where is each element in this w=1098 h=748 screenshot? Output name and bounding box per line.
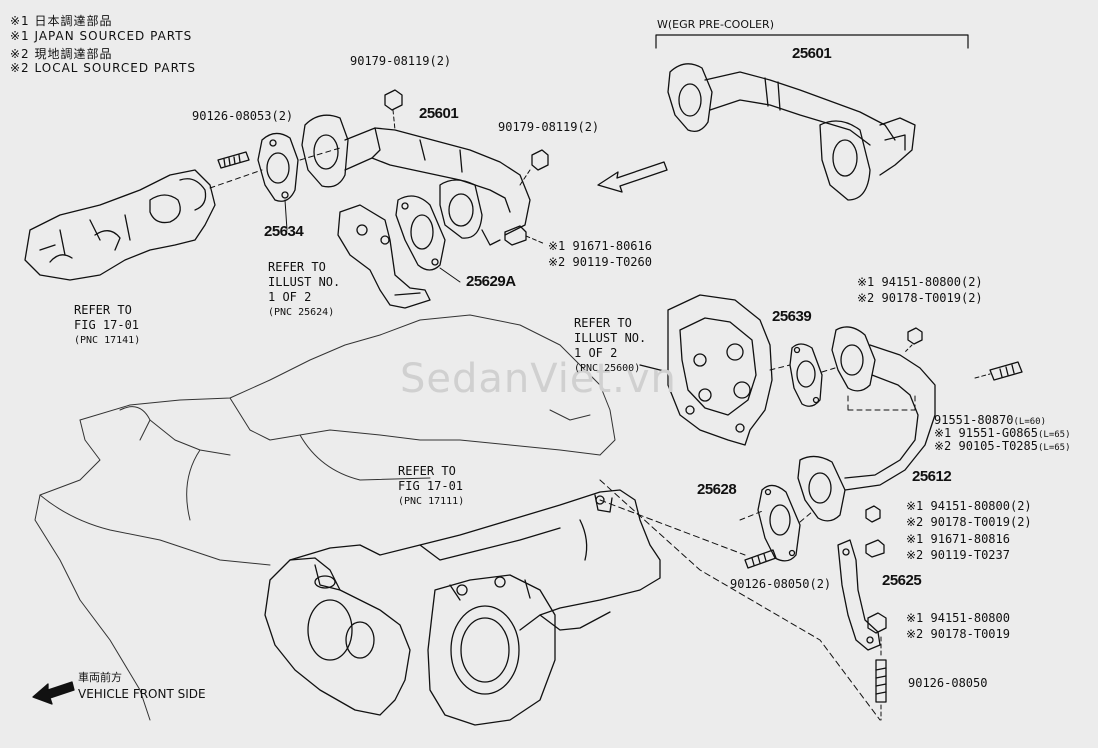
- refer-25600-line2: ILLUST NO.: [574, 331, 647, 345]
- label-91551-80870[interactable]: 91551-80870(L=60): [934, 414, 1046, 427]
- bracket-25624: [337, 204, 431, 309]
- stud-90126-08050: [875, 634, 887, 721]
- refer-17111-line1: REFER TO: [398, 464, 456, 478]
- label-91551-80870-note: (L=60): [1013, 417, 1046, 427]
- vehicle-front-en: VEHICLE FRONT SIDE: [78, 687, 206, 701]
- nut-90179-b: [519, 149, 549, 186]
- gasket-25629a: [395, 195, 461, 283]
- label-90179-a[interactable]: 90179-08119(2): [350, 54, 452, 68]
- label-90178-t0019-b[interactable]: ※2 90178-T0019(2): [906, 515, 1032, 529]
- refer-25600-line4: (PNC 25600): [574, 363, 641, 374]
- egr-pre-cooler-25601: [667, 63, 916, 201]
- egr-pipe-25601-main: [301, 114, 531, 246]
- refer-25624-line3: 1 OF 2: [268, 290, 312, 304]
- stud-90126-08053: [217, 151, 250, 169]
- nut-90179-a: [384, 89, 403, 131]
- label-90119-t0260[interactable]: ※2 90119-T0260: [548, 255, 652, 269]
- vehicle-front-jp: 車両前方: [78, 671, 122, 684]
- refer-17141-line3: (PNC 17141): [74, 335, 141, 346]
- label-25628[interactable]: 25628: [697, 481, 737, 498]
- nut-94151-b: [865, 505, 881, 523]
- refer-25600-line3: 1 OF 2: [574, 346, 618, 360]
- label-25629a[interactable]: 25629A: [466, 273, 516, 290]
- label-91551-80870-text: 91551-80870: [934, 413, 1014, 427]
- refer-17111-line3: (PNC 17111): [398, 496, 465, 507]
- label-25612[interactable]: 25612: [912, 468, 952, 485]
- refer-25624-line1: REFER TO: [268, 260, 326, 274]
- label-25601-main[interactable]: 25601: [419, 105, 459, 122]
- refer-25600-line1: REFER TO: [574, 316, 632, 330]
- label-90179-b[interactable]: 90179-08119(2): [498, 120, 600, 134]
- intake-manifold: [264, 489, 661, 726]
- egr-pipe-25612: [797, 326, 936, 522]
- bolt-91671-80616: [504, 225, 546, 246]
- watermark: SedanViet.vn: [400, 356, 677, 402]
- label-91551-g0865-text: ※1 91551-G0865: [934, 426, 1038, 440]
- gasket-25628: [757, 484, 801, 562]
- bolt-91551: [974, 361, 1023, 381]
- label-90126-08053[interactable]: 90126-08053(2): [192, 109, 294, 123]
- label-25625[interactable]: 25625: [882, 572, 922, 589]
- label-91551-g0865[interactable]: ※1 91551-G0865(L=65): [934, 427, 1071, 440]
- label-25634[interactable]: 25634: [264, 223, 304, 240]
- note-local-sourced-jp: ※2 現地調達部品: [10, 47, 113, 61]
- bolt-91671-80816: [865, 539, 885, 558]
- exhaust-manifold-left: [24, 169, 216, 281]
- label-91551-g0865-note: (L=65): [1037, 430, 1071, 440]
- refer-17141-line2: FIG 17-01: [74, 318, 140, 332]
- label-94151-80800-a[interactable]: ※1 94151-80800(2): [857, 275, 983, 289]
- label-25639[interactable]: 25639: [772, 308, 812, 325]
- bracket-25625: [837, 539, 881, 651]
- note-local-sourced-en: ※2 LOCAL SOURCED PARTS: [10, 61, 196, 75]
- egr-valve-housing: [639, 294, 773, 446]
- stud-90126-08050-pair: [744, 549, 777, 569]
- label-90105-t0285[interactable]: ※2 90105-T0285(L=65): [934, 440, 1071, 453]
- label-94151-80800-b[interactable]: ※1 94151-80800(2): [906, 499, 1032, 513]
- refer-25624-line4: (PNC 25624): [268, 307, 335, 318]
- direction-arrow: [597, 161, 668, 193]
- label-94151-80800-c[interactable]: ※1 94151-80800: [906, 611, 1010, 625]
- nut-94151-c: [867, 612, 887, 634]
- label-91671-80816[interactable]: ※1 91671-80816: [906, 532, 1010, 546]
- refer-to-17141[interactable]: REFER TO FIG 17-01 (PNC 17141): [74, 303, 140, 348]
- refer-17111-line2: FIG 17-01: [398, 479, 464, 493]
- note-jp-sourced-en: ※1 JAPAN SOURCED PARTS: [10, 29, 193, 43]
- refer-25624-line2: ILLUST NO.: [268, 275, 341, 289]
- label-90178-t0019-c[interactable]: ※2 90178-T0019: [906, 627, 1010, 641]
- nut-94151-a: [904, 327, 923, 353]
- label-90126-08050-2[interactable]: 90126-08050(2): [730, 577, 832, 591]
- gasket-25634: [257, 132, 299, 231]
- label-91671-80616[interactable]: ※1 91671-80616: [548, 239, 652, 253]
- gasket-25639: [789, 343, 823, 407]
- label-90126-08050[interactable]: 90126-08050: [908, 676, 988, 690]
- vehicle-front-arrow-shape: [32, 681, 75, 705]
- label-90119-t0237[interactable]: ※2 90119-T0237: [906, 548, 1010, 562]
- refer-to-25600[interactable]: REFER TO ILLUST NO. 1 OF 2 (PNC 25600): [574, 316, 646, 376]
- label-90105-t0285-text: ※2 90105-T0285: [934, 439, 1038, 453]
- label-90178-t0019-a[interactable]: ※2 90178-T0019(2): [857, 291, 983, 305]
- engine-block-outline: [34, 314, 616, 721]
- refer-to-17111[interactable]: REFER TO FIG 17-01 (PNC 17111): [398, 464, 464, 509]
- egr-pre-cooler-label: W(EGR PRE-COOLER): [657, 18, 774, 31]
- refer-to-25624[interactable]: REFER TO ILLUST NO. 1 OF 2 (PNC 25624): [268, 260, 340, 320]
- label-25601-top[interactable]: 25601: [792, 45, 832, 62]
- label-90105-t0285-note: (L=65): [1037, 443, 1071, 453]
- note-jp-sourced-jp: ※1 日本調達部品: [10, 14, 113, 28]
- refer-17141-line1: REFER TO: [74, 303, 132, 317]
